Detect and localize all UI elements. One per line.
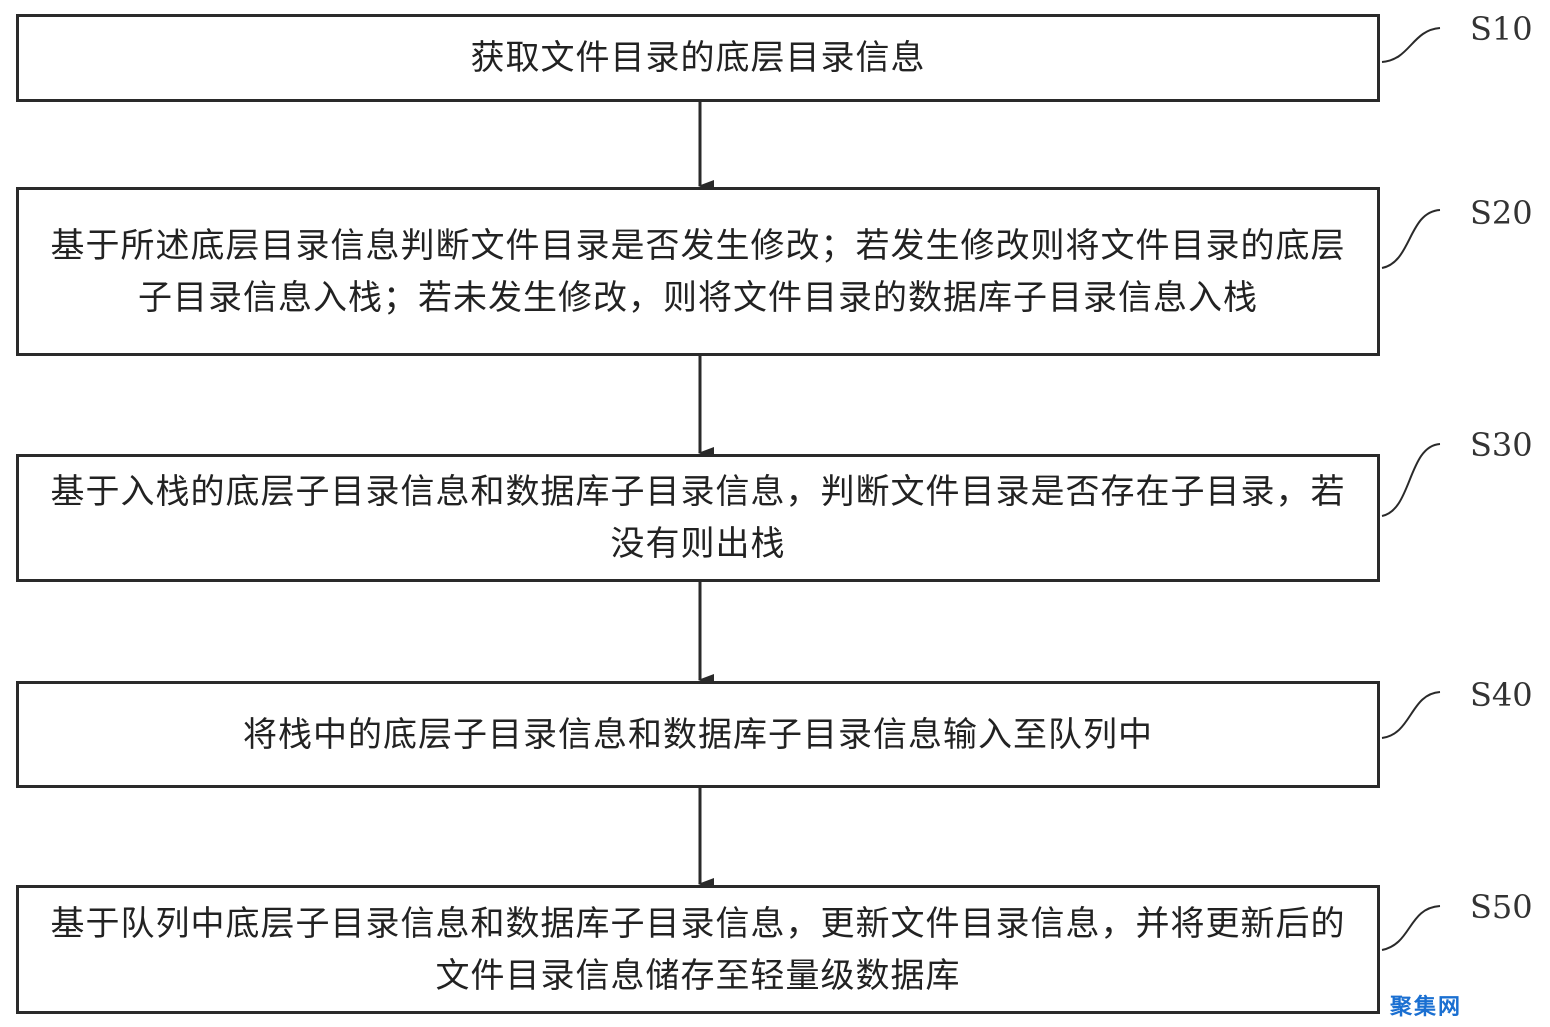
step-box-s50: 基于队列中底层子目录信息和数据库子目录信息，更新文件目录信息，并将更新后的文件目… — [16, 885, 1380, 1014]
step-label-s40: S40 — [1470, 676, 1533, 714]
step-label-s50: S50 — [1470, 888, 1533, 926]
step-text-s10: 获取文件目录的底层目录信息 — [470, 38, 926, 78]
step-box-s20: 基于所述底层目录信息判断文件目录是否发生修改；若发生修改则将文件目录的底层子目录… — [16, 187, 1380, 356]
step-text-s30: 基于入栈的底层子目录信息和数据库子目录信息，判断文件目录是否存在子目录，若没有则… — [50, 472, 1346, 564]
step-label-s30: S30 — [1470, 426, 1533, 464]
watermark-logo: 聚集网 — [1389, 995, 1462, 1020]
leader-s10 — [1381, 27, 1441, 63]
leader-s40 — [1381, 691, 1441, 739]
step-text-s40: 将栈中的底层子目录信息和数据库子目录信息输入至队列中 — [243, 714, 1153, 755]
leader-s50 — [1381, 905, 1441, 951]
step-box-s10: 获取文件目录的底层目录信息 — [16, 14, 1380, 102]
step-box-s30: 基于入栈的底层子目录信息和数据库子目录信息，判断文件目录是否存在子目录，若没有则… — [16, 454, 1380, 582]
leader-s20 — [1381, 209, 1441, 269]
step-text-s20: 基于所述底层目录信息判断文件目录是否发生修改；若发生修改则将文件目录的底层子目录… — [50, 225, 1346, 318]
step-box-s40: 将栈中的底层子目录信息和数据库子目录信息输入至队列中 — [16, 681, 1380, 788]
step-text-s50: 基于队列中底层子目录信息和数据库子目录信息，更新文件目录信息，并将更新后的文件目… — [50, 903, 1346, 996]
step-label-s20: S20 — [1470, 194, 1533, 232]
leader-s30 — [1381, 443, 1441, 517]
step-label-s10: S10 — [1470, 10, 1533, 48]
